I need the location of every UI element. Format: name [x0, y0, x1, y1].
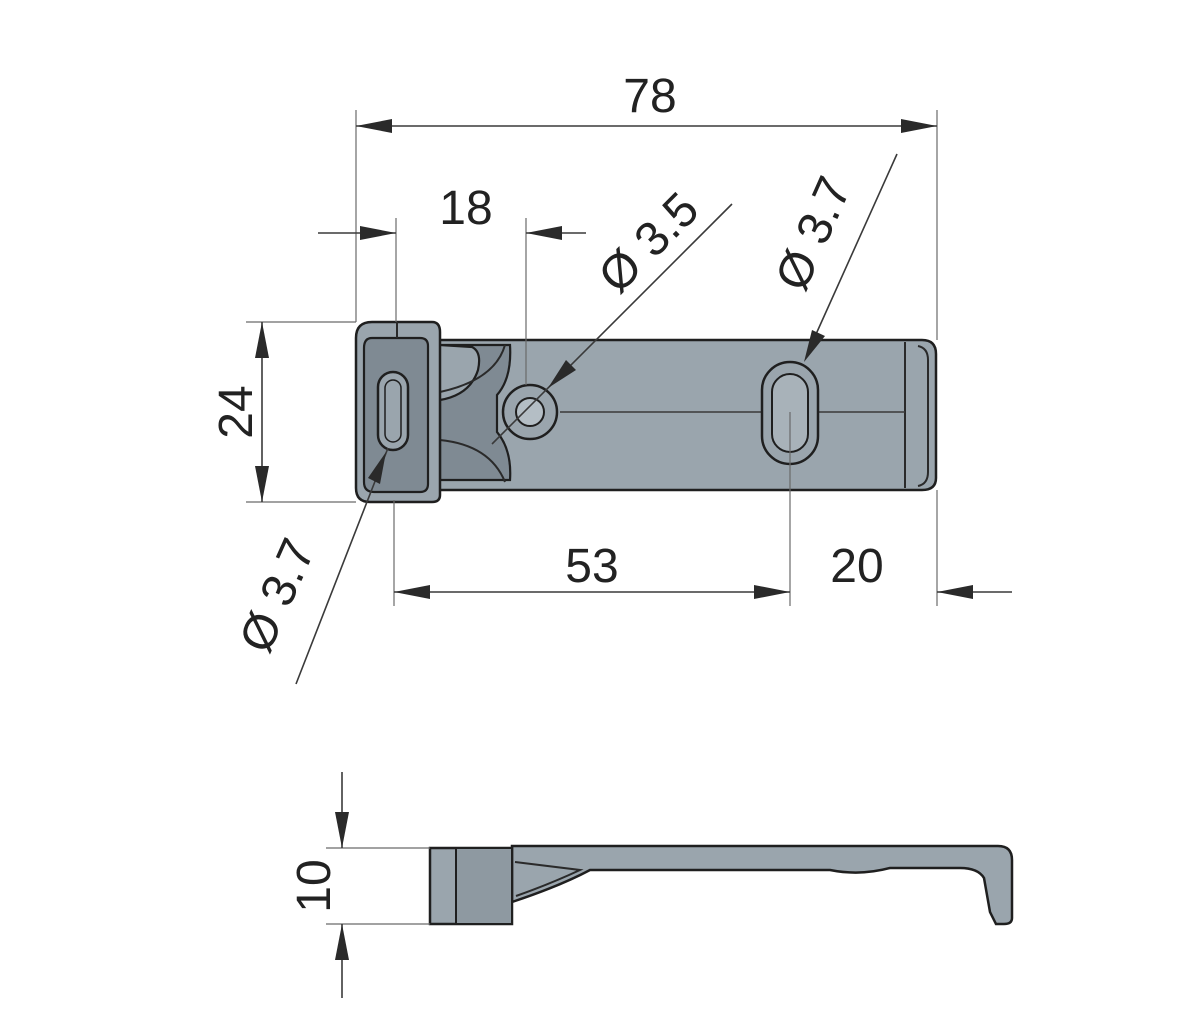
side-arm — [510, 844, 1014, 926]
dim-label-right-slot: Ø 3.7 — [766, 169, 862, 298]
dim-label-53: 53 — [565, 540, 618, 593]
left-slot-inner — [384, 379, 402, 443]
leader-hole — [491, 203, 733, 445]
dim-label-24: 24 — [210, 385, 263, 438]
right-end-cap — [904, 342, 929, 488]
dim-label-18: 18 — [439, 182, 492, 235]
side-arm-detail — [514, 861, 584, 897]
dim-label-left-slot: Ø 3.7 — [230, 531, 326, 660]
side-view — [428, 844, 1014, 926]
side-dimensions: 10 — [288, 772, 430, 998]
side-block-face — [455, 847, 513, 925]
left-slot — [376, 370, 410, 452]
dim-label-10: 10 — [288, 859, 341, 912]
leader-left-slot — [295, 447, 389, 685]
dim-label-78: 78 — [623, 70, 676, 123]
center-hole-inner — [515, 397, 545, 427]
hinge-curve-top — [439, 344, 506, 393]
dim-label-hole: Ø 3.5 — [589, 183, 709, 303]
hinge-cutout — [438, 343, 512, 482]
dim-label-20: 20 — [830, 540, 883, 593]
top-view — [354, 320, 938, 504]
hinge-curve-bottom — [439, 439, 506, 483]
leader-right-slot — [807, 153, 898, 353]
